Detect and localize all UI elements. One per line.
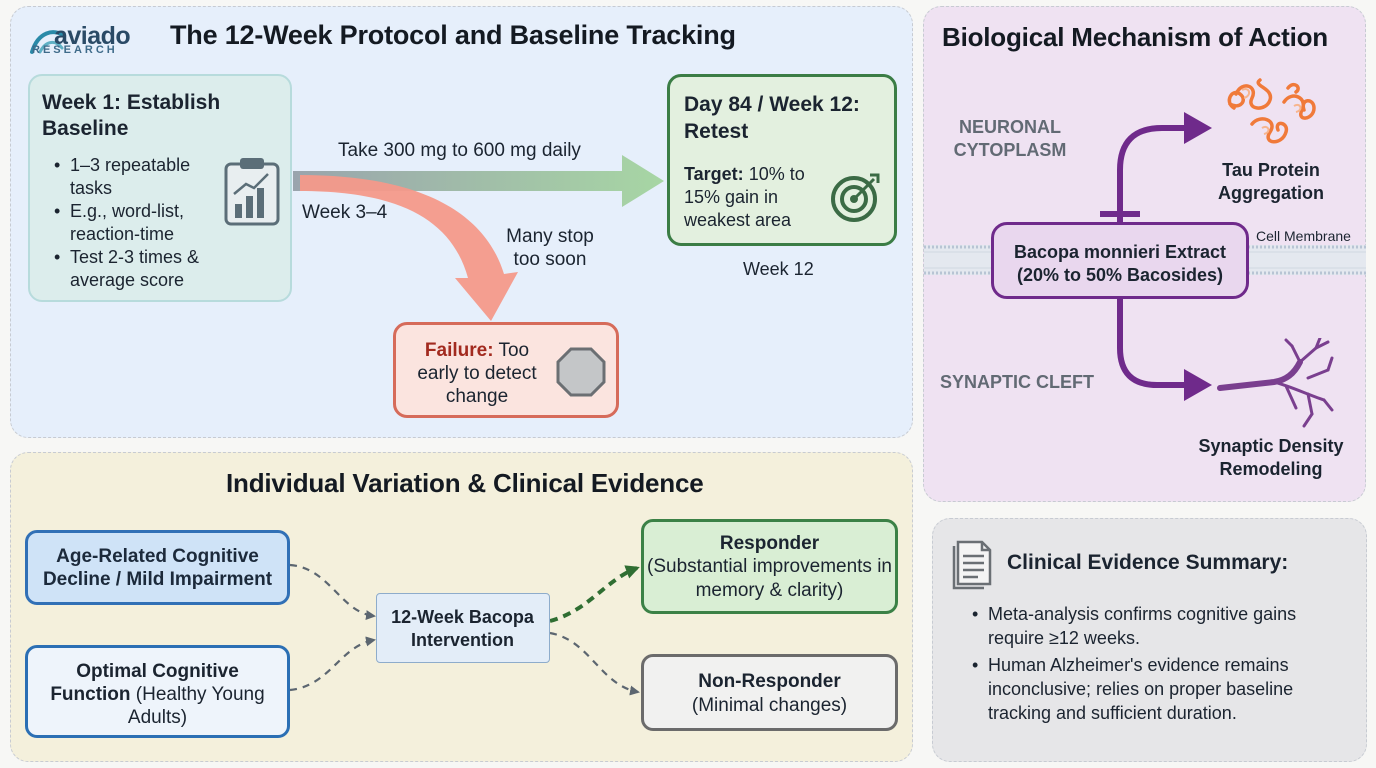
protocol-title: The 12-Week Protocol and Baseline Tracki… [170,20,736,50]
optimal-text-block: Optimal Cognitive Function (Healthy Youn… [42,660,273,729]
week1-title: Week 1: Establish Baseline [42,91,221,140]
week1-card: Week 1: Establish Baseline 1–3 repeatabl… [28,74,292,302]
age-label: Age-Related Cognitive Decline / Mild Imp… [42,546,273,590]
day84-card: Day 84 / Week 12: Retest Target: 10% to … [667,74,897,246]
synapse-pathway-arrow [1117,299,1186,388]
mechanism-title: Biological Mechanism of Action [942,22,1328,52]
logo-wordmark: aviado [54,22,131,50]
nonresponder-card: Non-Responder (Minimal changes) [641,654,898,731]
failure-text-block: Failure: Too early to detect change [402,339,552,408]
synaptic-label: Synaptic Density Remodeling [1198,436,1344,479]
week12-label: Week 12 [743,259,814,279]
nonresponder-connector [549,631,640,696]
evidence-list: Meta-analysis confirms cognitive gains r… [964,602,1354,725]
failure-text: Too early to detect change [417,340,537,407]
optimal-connector [289,636,376,692]
tau-pathway-arrow [1117,125,1186,222]
nonresponder-title: Non-Responder [698,671,841,692]
dose-label: Take 300 mg to 600 mg daily [338,140,581,161]
document-icon [952,540,992,590]
variation-title: Individual Variation & Clinical Evidence [226,468,704,498]
tau-label: Tau Protein Aggregation [1218,160,1324,203]
cleft-label: SYNAPTIC CLEFT [940,372,1095,392]
evidence-title: Clinical Evidence Summary: [1007,551,1289,574]
responder-title: Responder [719,533,820,554]
logo-icon [30,30,66,54]
target-icon [831,173,880,222]
week1-list: 1–3 repeatable tasks E.g., word-list, re… [46,154,226,292]
week1-item: 1–3 repeatable tasks [46,154,226,200]
nonresponder-text: (Minimal changes) [691,695,848,716]
stop-label: Many stop too soon [506,226,594,270]
bacopa-card: Bacopa monnieri Extract (20% to 50% Baco… [991,222,1249,299]
optimal-card: Optimal Cognitive Function (Healthy Youn… [25,645,290,738]
age-related-card: Age-Related Cognitive Decline / Mild Imp… [25,530,290,605]
responder-text: (Substantial improvements in memory & cl… [647,556,892,601]
failure-label: Failure: [424,340,494,361]
clipboard-chart-icon [224,158,280,226]
failure-card: Failure: Too early to detect change [393,322,619,418]
optimal-bold: Optimal Cognitive Function [50,661,239,705]
week1-item: E.g., word-list, reaction-time [46,200,226,246]
membrane-label: Cell Membrane [1256,228,1351,244]
day84-title: Day 84 / Week 12: Retest [684,93,860,143]
evidence-item: Human Alzheimer's evidence remains incon… [964,653,1354,725]
logo-subtitle: RESEARCH [32,44,118,56]
age-connector [289,563,376,621]
tau-protein-icon [1227,78,1316,144]
intervention-card: 12-Week Bacopa Intervention [376,593,550,663]
week34-label: Week 3–4 [302,202,388,223]
responder-connector [549,565,640,623]
target-text: 10% to 15% gain in weakest area [684,164,805,230]
stop-arrow [300,175,518,321]
day84-target: Target: 10% to 15% gain in weakest area [684,163,824,232]
evidence-item: Meta-analysis confirms cognitive gains r… [964,602,1354,650]
responder-card: Responder (Substantial improvements in m… [641,519,898,614]
bacopa-line2: (20% to 50% Bacosides) [1016,265,1224,285]
bacopa-line1: Bacopa monnieri Extract [1013,242,1227,262]
intervention-label: 12-Week Bacopa Intervention [391,607,534,650]
optimal-rest: (Healthy Young Adults) [127,684,265,728]
dose-arrow [293,155,664,207]
dendrite-icon [1217,338,1334,428]
stop-octagon-icon [556,347,606,397]
week1-item: Test 2-3 times & average score [46,246,226,292]
target-label: Target: [684,164,744,184]
cytoplasm-label: NEURONAL CYTOPLASM [953,117,1067,160]
